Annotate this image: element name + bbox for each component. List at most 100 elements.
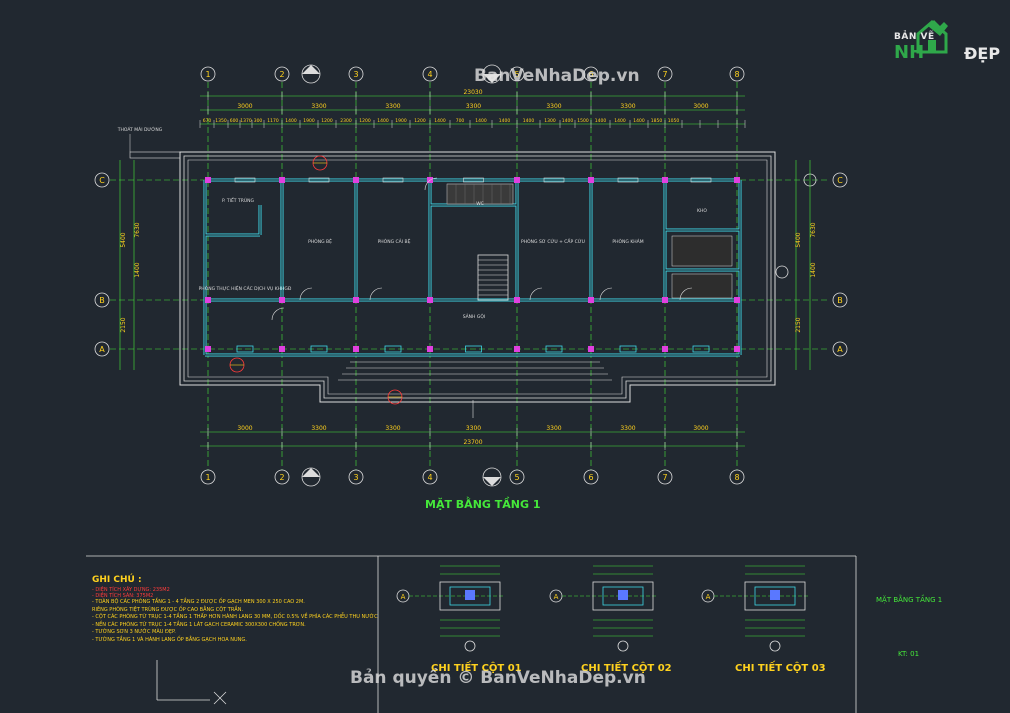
grid-letter-label: B [837, 296, 843, 305]
grid-number-label: 3 [353, 473, 358, 482]
dimension-text: 5400 [795, 232, 802, 247]
watermark-bottom: Bản quyền © BanVeNhaDep.vn [350, 668, 646, 688]
door-swing [271, 307, 285, 321]
section-marker-arrow [483, 74, 501, 83]
notes-line: RIÊNG PHÒNG TIỆT TRÙNG ĐƯỢC ỐP CAO BẰNG … [92, 606, 244, 613]
watermark-top: BanVeNhaDep.vn [474, 66, 640, 86]
grid-number-label: 7 [662, 70, 667, 79]
building-outline [179, 151, 776, 403]
dimension-text: 3300 [546, 425, 561, 432]
grid-letter-label: C [99, 176, 105, 185]
detail-axis-label: A [554, 593, 559, 601]
grid-bubble [274, 469, 290, 485]
window [543, 177, 565, 183]
grid-bubble [348, 469, 364, 485]
notes-line: - TƯỜNG TẦNG 1 VÀ HÀNH LANG ỐP BẰNG GẠCH… [92, 636, 247, 643]
notes-line: - TOÀN BỘ CÁC PHÒNG TẦNG 1 - 4 TẦNG 2 ĐƯ… [92, 599, 305, 605]
dimension-text: 23700 [463, 439, 482, 446]
dimension-text: 1400 [614, 118, 626, 124]
notes-line: - TƯỜNG SƠN 3 NƯỚC MÀU ĐẸP. [92, 629, 176, 635]
window [619, 345, 637, 353]
dimension-text: 2150 [795, 317, 802, 332]
dimension-text: 3000 [237, 425, 252, 432]
grid-bubble [200, 469, 216, 485]
dimension-text: 7630 [134, 222, 141, 237]
notes-red-line: - DIỆN TÍCH XÂY DỰNG: 235M2 [92, 587, 170, 593]
column [588, 297, 594, 303]
column [588, 346, 594, 352]
grid-number-label: 8 [734, 473, 739, 482]
dimension-text: 670 [203, 118, 212, 124]
dimension-text: 600 [230, 118, 239, 124]
dimension-text: 1400 [523, 118, 535, 124]
room-label: WC [476, 201, 484, 207]
grid-bubble [832, 292, 848, 308]
house-icon [916, 20, 948, 54]
dimension-text: 300 [254, 118, 263, 124]
wc-block [671, 273, 733, 299]
door-swing [369, 287, 383, 301]
grid-letter-label: A [837, 345, 843, 354]
detail-column-core [449, 586, 491, 606]
grid-number-label: 8 [734, 70, 739, 79]
grid-letter-label: B [99, 296, 105, 305]
room-label: PHÒNG SƠ CỨU + CẤP CỨU [521, 237, 585, 245]
window [234, 177, 256, 183]
detail-axis-label: A [706, 593, 711, 601]
column [353, 177, 359, 183]
window [690, 177, 712, 183]
dimension-text: 1050 [668, 118, 680, 124]
dimension-text: 1170 [267, 118, 279, 124]
dimension-text: 1400 [475, 118, 487, 124]
detail-column-core [754, 586, 796, 606]
dimension-text: 3300 [311, 425, 326, 432]
notes-red-line: - DIỆN TÍCH SÀN: 375M2 [92, 593, 154, 599]
detail-title-03: CHI TIẾT CỘT 03 [735, 663, 826, 674]
grid-bubble [775, 265, 789, 279]
grid-bubble [274, 66, 290, 82]
column [353, 346, 359, 352]
grid-number-label: 1 [205, 70, 210, 79]
column [205, 177, 211, 183]
detail-title-02: CHI TIẾT CỘT 02 [581, 663, 672, 674]
section-marker-arrow [483, 477, 501, 486]
grid-bubble [200, 66, 216, 82]
detail-column-core [602, 586, 644, 606]
column [734, 297, 740, 303]
dimension-text: 700 [456, 118, 465, 124]
dimension-text: 1200 [321, 118, 333, 124]
dimension-text: 1370 [240, 118, 252, 124]
dimension-text: 7630 [810, 222, 817, 237]
door-swing [599, 287, 613, 301]
dimension-text: 1400 [434, 118, 446, 124]
notes-line: - CỘT CÁC PHÒNG TỪ TRỤC 1-4 TẦNG 1 THẤP … [92, 614, 378, 620]
window [382, 177, 404, 183]
window [236, 345, 254, 353]
logo-text-dep: ĐẸP [964, 44, 1001, 63]
column [734, 177, 740, 183]
grid-number-label: 4 [427, 473, 432, 482]
dimension-text: 2300 [340, 118, 352, 124]
column [662, 346, 668, 352]
dimension-text: 1400 [810, 262, 817, 277]
column [427, 297, 433, 303]
column [588, 177, 594, 183]
dimension-text: 3300 [311, 103, 326, 110]
notes-heading: GHI CHÚ : [92, 575, 142, 585]
column [427, 346, 433, 352]
grid-bubble [94, 172, 110, 188]
dimension-text: 1350 [215, 118, 227, 124]
roof-drain-note-box [129, 151, 181, 159]
window [617, 177, 639, 183]
column [279, 346, 285, 352]
window [465, 345, 482, 353]
building-outline [183, 155, 772, 399]
grid-bubble [94, 292, 110, 308]
dimension-text: 1400 [285, 118, 297, 124]
detail-rebar [770, 590, 780, 600]
plan-title: MẶT BẰNG TẦNG 1 [425, 498, 541, 511]
window [463, 177, 484, 183]
dimension-text: 5400 [120, 232, 127, 247]
detail-grid-bubble [617, 640, 629, 652]
dimension-text: 3000 [693, 103, 708, 110]
